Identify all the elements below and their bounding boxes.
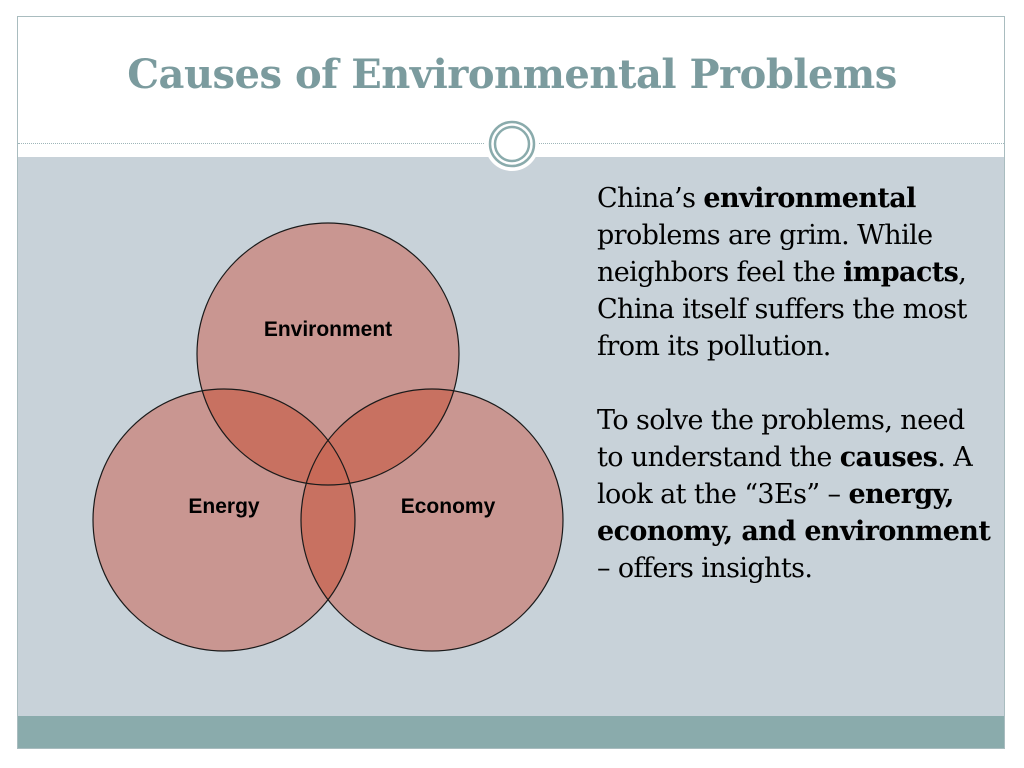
venn-overlap-top-right bbox=[301, 389, 459, 485]
ring-ornament-icon bbox=[485, 117, 539, 171]
paragraph-2: To solve the problems, need to understan… bbox=[597, 405, 991, 584]
venn-label-environment: Environment bbox=[264, 318, 392, 341]
emphasis-3es: energy, economy, and environment bbox=[597, 479, 991, 547]
body-text: China’s environmental problems are grim.… bbox=[597, 180, 992, 587]
venn-label-economy: Economy bbox=[401, 495, 496, 518]
emphasis-causes: causes bbox=[839, 442, 938, 473]
paragraph-1: China’s environmental problems are grim.… bbox=[597, 183, 967, 362]
footer-bar bbox=[18, 716, 1004, 748]
emphasis-impacts: impacts bbox=[843, 257, 959, 288]
venn-label-energy: Energy bbox=[188, 495, 260, 518]
emphasis-environmental: environmental bbox=[703, 183, 916, 214]
paragraph-gap bbox=[597, 365, 992, 402]
slide-title: Causes of Environmental Problems bbox=[127, 51, 897, 98]
venn-overlap-top-left bbox=[197, 389, 355, 485]
slide: Causes of Environmental Problems Environ… bbox=[17, 16, 1005, 749]
venn-diagram: Environment Energy Economy bbox=[92, 222, 564, 652]
